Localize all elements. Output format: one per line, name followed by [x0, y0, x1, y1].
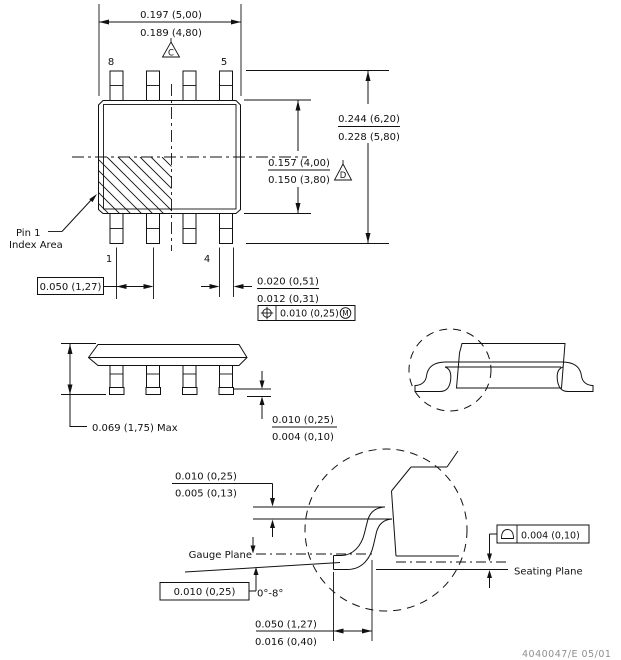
revision-flag-c-icon: C [161, 38, 181, 59]
package-height-dimension: 0.069 (1,75) Max [61, 343, 178, 434]
side-leads [109, 365, 234, 395]
pin-number-8: 8 [108, 57, 114, 68]
end-left-lead [414, 361, 452, 392]
body-min: 0.150 (3,80) [268, 175, 330, 186]
revision-flag-d-icon: D [333, 160, 353, 181]
body-outline-outer [98, 100, 241, 214]
end-right-lead [556, 361, 594, 392]
width-max: 0.197 (5,00) [140, 10, 202, 21]
end-body-outline [455, 343, 566, 389]
height-value: 0.069 (1,75) Max [92, 423, 178, 434]
seating-flatness-value: 0.004 (0,10) [521, 531, 580, 542]
position-tolerance-value: 0.010 (0,25) [280, 309, 339, 320]
revision-letter-d: D [340, 171, 347, 181]
foot-max: 0.050 (1,27) [255, 620, 317, 631]
pin-number-1: 1 [106, 254, 112, 265]
lead-detail-view: 0.010 (0,25) 0.005 (0,13) Gauge Plane 0.… [159, 448, 590, 648]
pin1-index-callout: Pin 1 Index Area [9, 194, 97, 251]
body-height-dimension: 0.157 (4,00) 0.150 (3,80) [244, 99, 330, 214]
position-tolerance-frame: 0.010 (0,25) M [257, 305, 356, 321]
material-condition-letter: M [342, 309, 348, 318]
pin-number-4: 4 [204, 254, 210, 265]
overall-span-dimension: 0.244 (6,20) 0.228 (5,80) [246, 70, 400, 244]
seating-plane-label: Seating Plane [514, 567, 583, 578]
pitch-dimension: 0.050 (1,27) [37, 247, 154, 299]
detail-reference-circle [408, 328, 492, 412]
gauge-plane-label: Gauge Plane [189, 550, 252, 561]
gauge-offset-value: 0.010 (0,25) [174, 587, 236, 598]
side-view: 0.069 (1,75) Max 0.010 (0,25) 0.004 (0,1… [61, 343, 337, 443]
standoff-dimension: 0.010 (0,25) 0.004 (0,10) [234, 371, 337, 443]
standoff-min: 0.004 (0,10) [272, 432, 334, 443]
detail-lead-top-surface [333, 506, 386, 556]
end-view [408, 328, 594, 412]
pin1-index-hatch [98, 157, 172, 214]
pin-number-5: 5 [221, 57, 227, 68]
top-view: 8 5 1 4 0.197 (5,00) 0.189 (4,80) C [9, 4, 400, 321]
overall-max: 0.244 (6,20) [338, 114, 400, 125]
max-material-condition-icon: M [339, 307, 352, 319]
lead-width-dimension: 0.020 (0,51) 0.012 (0,31) [201, 247, 319, 305]
profile-surface-icon [501, 529, 514, 539]
gauge-plane: Gauge Plane 0.010 (0,25) 0°-8° [159, 537, 376, 601]
true-position-icon [260, 306, 274, 320]
width-min: 0.189 (4,80) [140, 28, 202, 39]
revision-letter-c: C [168, 49, 174, 59]
lead-width-max: 0.020 (0,51) [257, 277, 319, 288]
standoff-max: 0.010 (0,25) [272, 415, 334, 426]
thickness-min: 0.005 (0,13) [175, 489, 237, 500]
pin1-label-line1: Pin 1 [16, 228, 40, 239]
overall-min: 0.228 (5,80) [338, 132, 400, 143]
body-max: 0.157 (4,00) [268, 158, 330, 169]
thickness-max: 0.010 (0,25) [175, 472, 237, 483]
lead-angle-value: 0°-8° [257, 589, 283, 600]
lead-width-min: 0.012 (0,31) [257, 294, 319, 305]
detail-lead-bottom-surface [333, 518, 393, 570]
gauge-offset-box [159, 582, 250, 601]
foot-length-dimension: 0.050 (1,27) 0.016 (0,40) [255, 560, 373, 648]
top-pins [109, 70, 233, 101]
foot-angle-line [184, 562, 341, 573]
detail-circle [304, 448, 468, 612]
foot-min: 0.016 (0,40) [255, 637, 317, 648]
seating-plane: 0.004 (0,10) Seating Plane [376, 524, 590, 588]
lead-thickness-dimension: 0.010 (0,25) 0.005 (0,13) [172, 472, 275, 537]
pin1-label-line2: Index Area [9, 240, 63, 251]
pitch-value: 0.050 (1,27) [40, 282, 102, 293]
width-dimension: 0.197 (5,00) 0.189 (4,80) [98, 4, 242, 96]
seating-flatness-frame: 0.004 (0,10) [496, 524, 590, 544]
detail-body-edge [391, 450, 459, 557]
